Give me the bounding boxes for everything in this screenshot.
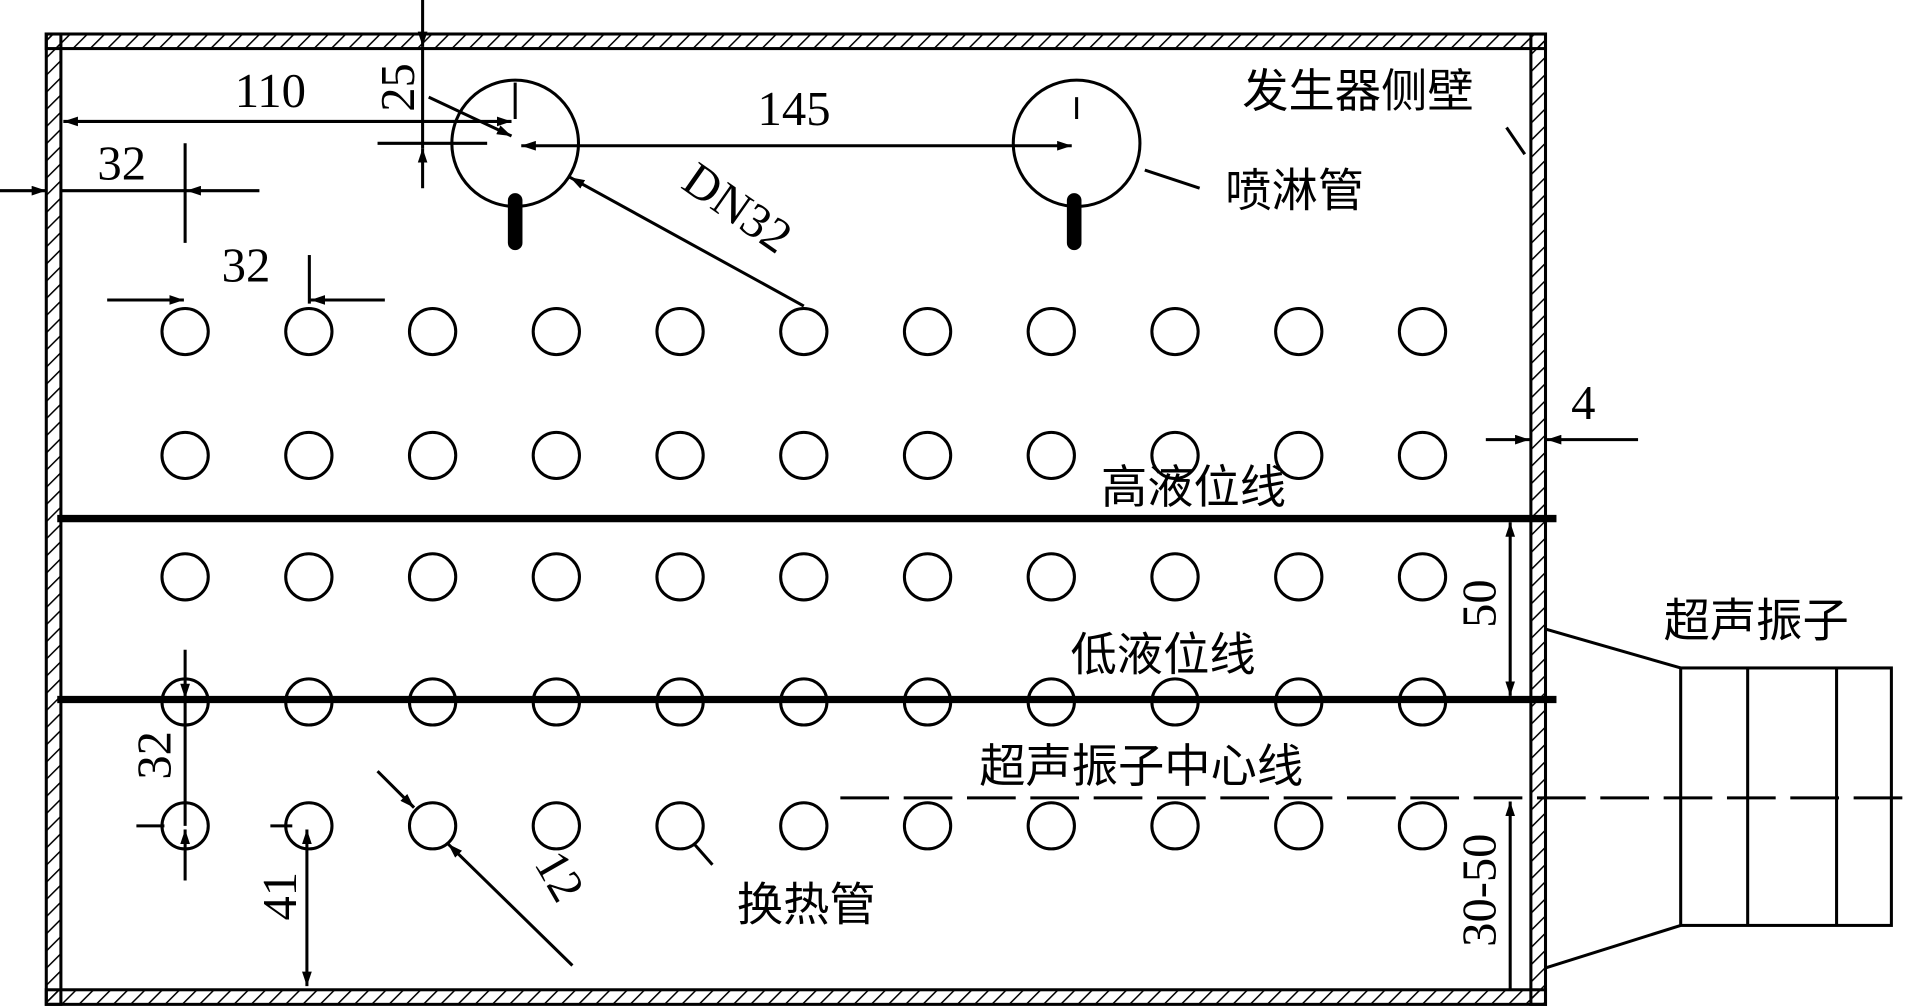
spray-pipe-right [1011,78,1142,251]
heat-tube [531,430,581,481]
dim-41-label: 41 [253,872,307,921]
heat-tube [531,801,581,851]
heat-tube [779,552,829,602]
heat-tube [1274,552,1324,602]
dim-110-label: 110 [235,64,306,118]
heat-tube-label: 换热管 [737,878,876,932]
dim-145-label: 145 [758,82,831,136]
dim-32-wall-offset-label: 32 [97,137,146,191]
heat-tube [1274,801,1324,851]
heat-tube [1026,552,1076,602]
heat-tube [284,430,334,481]
heat-tube [407,801,458,851]
heat-tube [902,430,953,481]
transducer-label: 超声振子 [1664,593,1849,647]
heat-tube [531,552,581,602]
heat-tube [1150,430,1200,481]
high-level-label: 高液位线 [1101,460,1286,514]
heat-tube [407,430,458,481]
heat-tube [902,552,953,602]
heat-tube [1026,430,1076,481]
heat-tube [284,306,334,357]
heat-tube [160,306,210,357]
low-level-label: 低液位线 [1071,627,1256,681]
dim-12-label: 12 [524,842,595,911]
spray-pipe-left [450,78,581,251]
heat-tube [1397,801,1448,851]
dim-30-50-label: 30-50 [1453,834,1507,947]
dim-32-vertical-label: 32 [127,731,181,780]
heat-tube [655,801,705,851]
heat-tube [655,552,705,602]
transducer-centerline-label: 超声振子中心线 [979,739,1303,793]
heat-tube [1150,801,1200,851]
heat-tube [1150,552,1200,602]
heat-tube [655,430,705,481]
heat-tube [160,552,210,602]
heat-tube [1026,801,1076,851]
heat-tube [779,306,829,357]
dim-25-label: 25 [371,63,425,112]
ultrasonic-transducer [1545,627,1893,970]
heat-tube [284,801,334,851]
heat-tube [1274,306,1324,357]
heat-tube [1150,306,1200,357]
heat-tube [1274,430,1324,481]
dim-4-label: 4 [1571,376,1595,430]
heat-tube [160,430,210,481]
heat-tube [407,306,458,357]
heat-tube [902,801,953,851]
side-wall-label: 发生器侧壁 [1242,64,1473,118]
heat-tube [284,552,334,602]
heat-tube [902,306,953,357]
dim-dn32-label: DN32 [673,152,802,264]
heat-tube [779,801,829,851]
heat-tube [407,552,458,602]
dim-50-label: 50 [1453,579,1507,628]
heat-tube [1397,430,1448,481]
heat-tube [655,306,705,357]
dimension-lines [0,0,1639,990]
heat-tube [1026,306,1076,357]
heat-tube [1397,306,1448,357]
heat-tube [531,306,581,357]
heat-tube [1397,552,1448,602]
spray-pipe-label: 喷淋管 [1225,164,1364,218]
dim-32-pitch-label: 32 [222,239,271,293]
heat-tube [779,430,829,481]
